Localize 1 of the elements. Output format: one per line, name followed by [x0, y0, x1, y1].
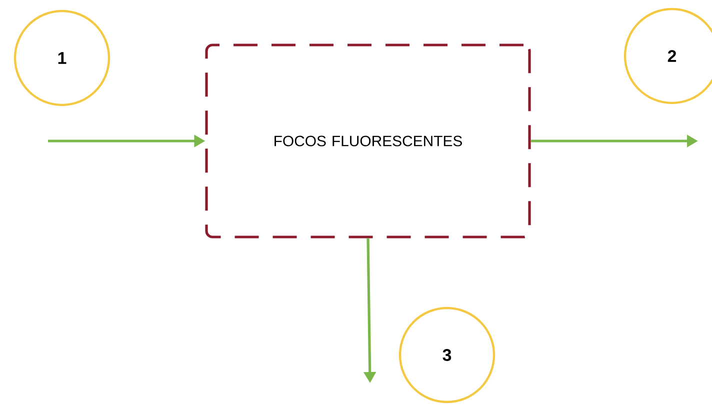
process-box: FOCOS FLUORESCENTES: [205, 44, 531, 238]
